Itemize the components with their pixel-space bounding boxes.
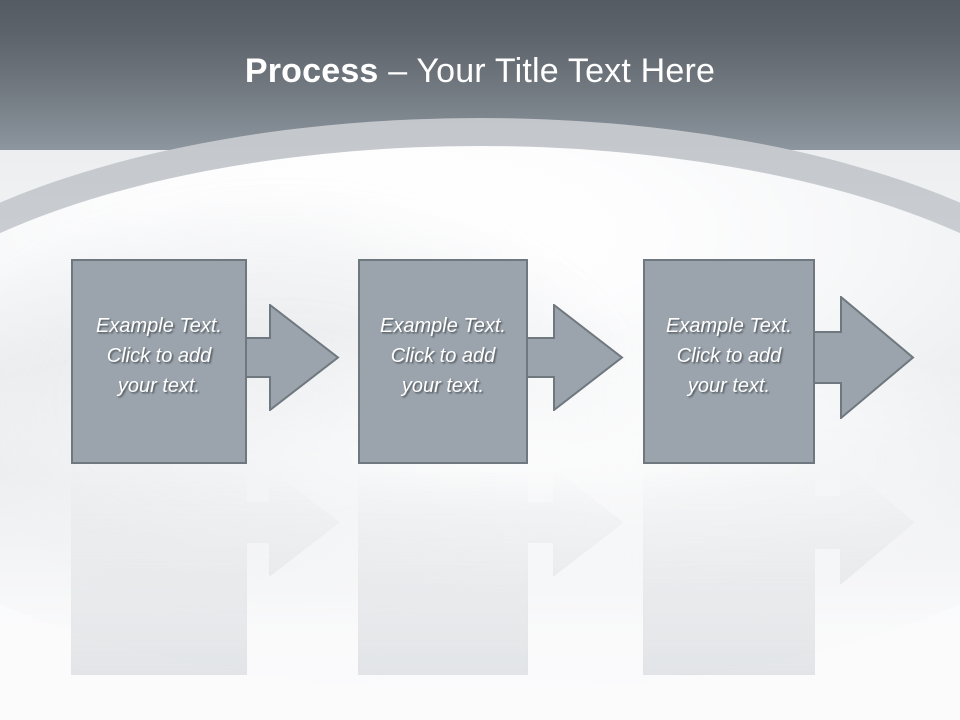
- slide-title[interactable]: Process – Your Title Text Here: [0, 50, 960, 92]
- step-3-text[interactable]: Example Text. Click to add your text.: [666, 315, 792, 397]
- slide-title-rest: – Your Title Text Here: [378, 52, 716, 90]
- step-1-text[interactable]: Example Text. Click to add your text.: [96, 315, 222, 397]
- step-3-box[interactable]: Example Text. Click to add your text.: [643, 259, 815, 464]
- step-1-box[interactable]: Example Text. Click to add your text.: [71, 259, 247, 464]
- background-bottom-fade: [0, 470, 960, 720]
- step-2-box[interactable]: Example Text. Click to add your text.: [358, 259, 528, 464]
- step-2-text[interactable]: Example Text. Click to add your text.: [380, 315, 506, 397]
- slide-title-bold: Process: [244, 52, 379, 90]
